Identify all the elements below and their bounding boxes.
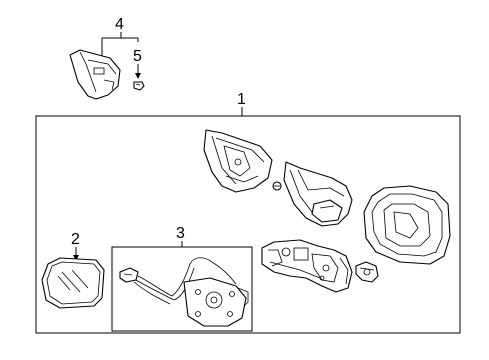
callout-3-label: 3 (176, 225, 185, 242)
mirror-assembly-frame (35, 115, 461, 334)
mirror-motor-part (261, 239, 353, 293)
callout-5-group: 5 (133, 48, 142, 79)
mirror-glass-part (41, 257, 105, 309)
screw-part (272, 181, 282, 191)
garnish-cover-part (69, 49, 121, 100)
callout-3-group: 3 (176, 225, 185, 247)
mirror-bracket-part (283, 161, 353, 227)
callout-1-group: 1 (237, 91, 246, 116)
callout-4-label: 4 (115, 16, 124, 33)
callout-2-group: 2 (71, 231, 80, 261)
mirror-base-part (203, 129, 273, 193)
callout-2-label: 2 (71, 231, 80, 248)
callout-5-label: 5 (133, 48, 142, 65)
clip-part (133, 81, 145, 91)
wire-harness-part (119, 257, 249, 327)
retainer-clip-part (355, 261, 379, 283)
mirror-housing-part (363, 185, 451, 265)
callout-1-label: 1 (237, 91, 246, 108)
harness-subassembly-frame (111, 246, 253, 332)
